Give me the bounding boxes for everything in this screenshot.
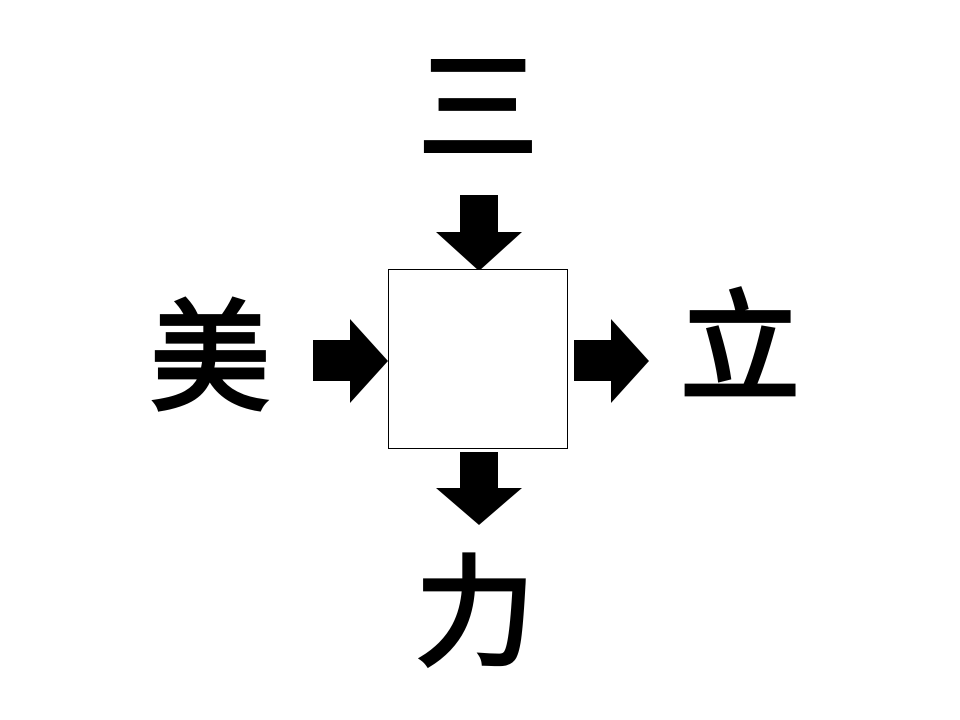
arrow-right-icon xyxy=(574,319,649,403)
arrow-down-icon xyxy=(436,452,522,525)
kanji-bottom: 力 xyxy=(415,545,535,684)
arrow-right-icon xyxy=(313,319,388,403)
kanji-left: 美 xyxy=(150,290,270,429)
arrow-down-icon xyxy=(436,195,522,271)
kanji-right: 立 xyxy=(680,280,800,419)
answer-box[interactable] xyxy=(388,269,568,449)
kanji-top: 三 xyxy=(418,40,538,179)
